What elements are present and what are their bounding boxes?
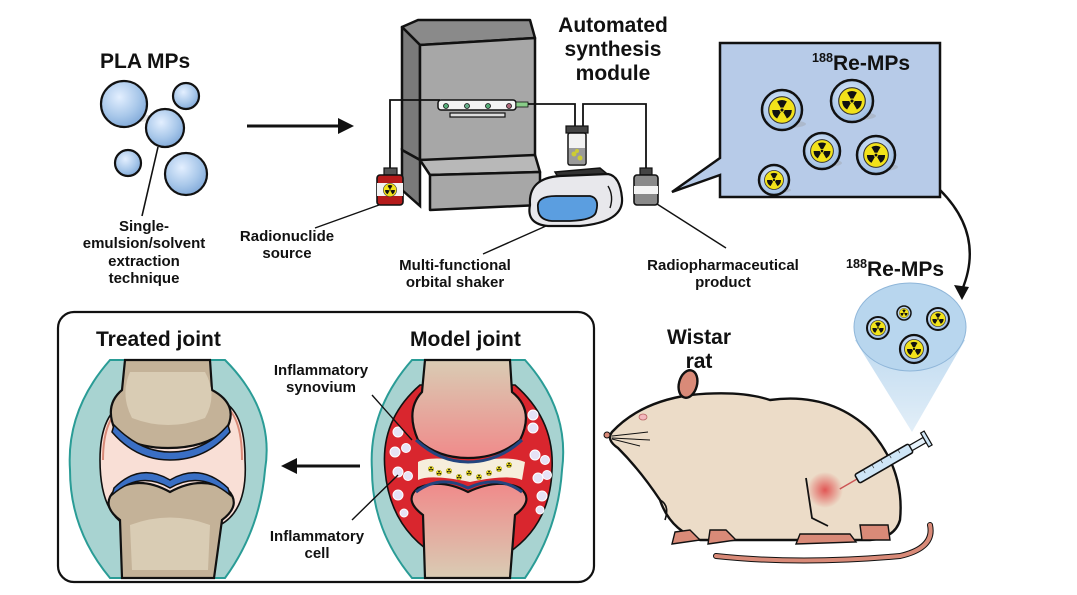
- syringe: [839, 430, 933, 490]
- product-callout-title: 188Re-MPs: [812, 51, 911, 75]
- pla-particle: [113, 148, 143, 178]
- leader-line: [482, 225, 547, 255]
- pla-particle: [163, 151, 209, 197]
- re-mp-particles: [757, 78, 898, 197]
- orbital-shaker: [482, 125, 624, 255]
- model-joint-illustration: [351, 358, 565, 580]
- radionuclide-source-label: Radionuclide source: [239, 228, 335, 263]
- radionuclide-vial: [314, 167, 404, 229]
- radiation-icon: [764, 170, 784, 190]
- synthesis-module-machine: [389, 18, 647, 212]
- radiation-icon: [838, 87, 866, 115]
- re-mp-particle: [855, 134, 898, 176]
- inflammatory-cell-label: Inflammatory cell: [269, 528, 365, 563]
- model-joint-title: Model joint: [410, 328, 521, 351]
- re-mp-particle: [802, 131, 842, 171]
- curved-arrow: [939, 189, 971, 300]
- pla-particle: [144, 107, 186, 149]
- pla-particle: [171, 81, 201, 111]
- re-mp-particle: [866, 316, 890, 340]
- pla-particle: [99, 79, 149, 129]
- radiation-icon: [383, 183, 397, 197]
- inflammatory-synovium-label: Inflammatory synovium: [273, 362, 369, 397]
- inflammatory-cells: [389, 409, 552, 518]
- leader-line: [656, 203, 727, 249]
- rat-whiskers: [611, 431, 651, 447]
- radiation-icon: [768, 96, 796, 124]
- pla-microparticles: [99, 79, 209, 217]
- radiation-icon: [863, 142, 889, 168]
- synthesis-module-title: Automated synthesis module: [558, 14, 668, 86]
- treated-joint-illustration: [68, 358, 268, 580]
- re-mp-particle: [829, 78, 876, 124]
- injection-callout-title: 188Re-MPs: [846, 257, 945, 281]
- rat-nose: [603, 431, 611, 439]
- treated-joint-title: Treated joint: [96, 328, 221, 351]
- radiation-icon: [870, 320, 886, 336]
- re-mp-particle: [757, 163, 791, 197]
- arrow-right: [247, 118, 354, 134]
- radiation-icon: [810, 139, 834, 163]
- re-mp-particle: [896, 305, 912, 321]
- wistar-rat-illustration: [603, 369, 934, 564]
- wistar-rat-label: Wistar rat: [667, 326, 731, 374]
- re-mp-particle: [898, 333, 930, 365]
- re-mp-particle: [926, 307, 950, 331]
- orbital-shaker-label: Multi-functional orbital shaker: [399, 257, 511, 292]
- method-label: Single- emulsion/solvent extraction tech…: [82, 218, 206, 287]
- radiation-icon: [904, 339, 924, 359]
- rat-body: [608, 392, 902, 542]
- rat-eye: [638, 413, 648, 421]
- leader-line: [371, 394, 413, 441]
- pla-mps-title: PLA MPs: [100, 50, 191, 73]
- radiation-icon: [930, 311, 946, 327]
- leader-line: [141, 146, 159, 217]
- product-callout: [671, 41, 942, 199]
- leader-line: [351, 474, 399, 521]
- rat-ear: [677, 369, 699, 399]
- rat-tail: [714, 523, 933, 563]
- radiation-icon: [899, 308, 909, 318]
- rat-feet: [671, 524, 891, 545]
- injection-callout: [853, 282, 967, 432]
- injection-site: [807, 472, 843, 508]
- re-mp-particle: [760, 88, 806, 132]
- arrow-left: [281, 458, 360, 474]
- leader-line: [314, 204, 380, 229]
- product-vial: [633, 167, 727, 249]
- radiopharmaceutical-product-label: Radiopharmaceutical product: [647, 257, 799, 292]
